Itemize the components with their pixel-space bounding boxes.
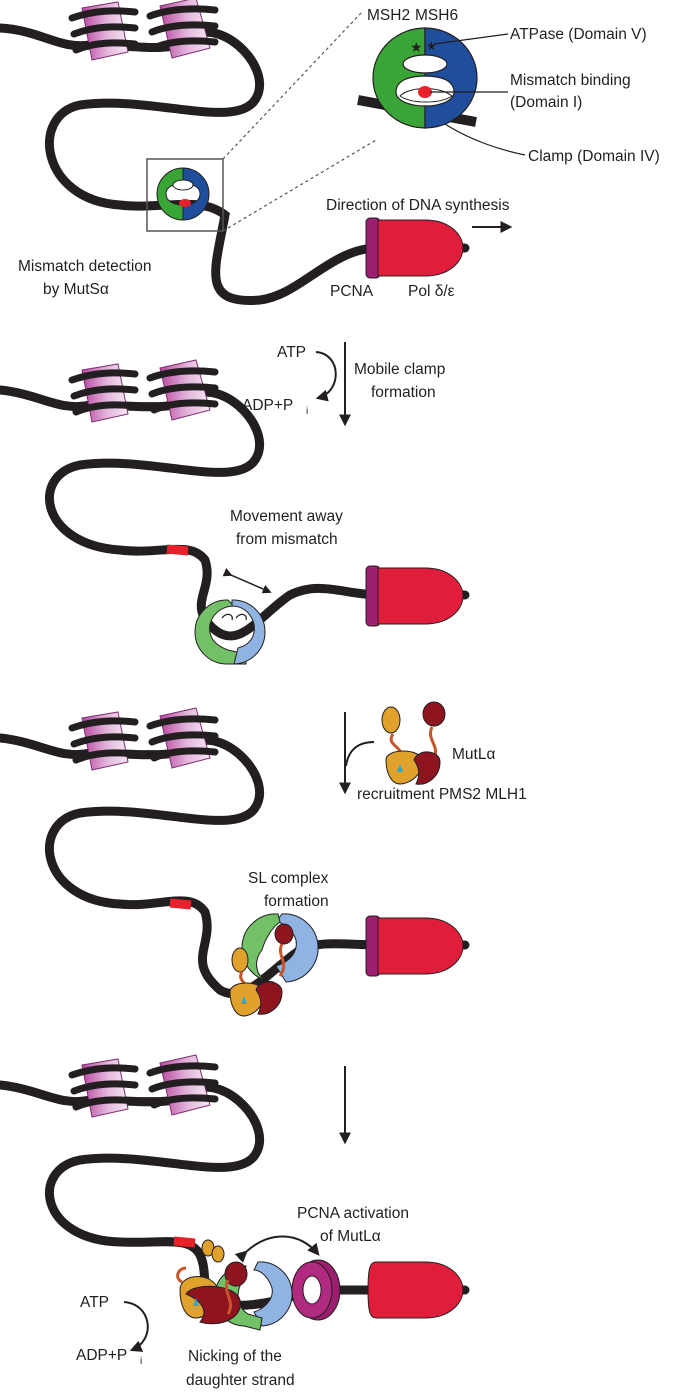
zoom-box [146, 158, 224, 232]
atp-label: ATP [277, 344, 306, 361]
polymerase [377, 219, 464, 277]
mismatch-marker [173, 1236, 196, 1248]
mutl-activation-label: of MutLα [320, 1228, 381, 1245]
nucleosome [68, 711, 139, 771]
atp-label: ATP [80, 1294, 109, 1311]
sl-complex [229, 913, 319, 1017]
star-icon: ★ [410, 39, 423, 55]
star-icon: ★ [426, 39, 437, 53]
nucleosome [146, 359, 219, 421]
nucleosome [146, 707, 219, 769]
nucleosome [68, 363, 139, 423]
detection-label: Mismatch detection [18, 258, 152, 275]
zoom-line [222, 139, 377, 232]
muts-alpha-small [156, 167, 210, 221]
mutl-alpha-free [381, 701, 446, 785]
zoom-line [222, 11, 363, 160]
activation-arrow [234, 1235, 320, 1263]
polymerase [377, 917, 464, 975]
atp-curve [123, 1301, 149, 1352]
movement-label: Movement away [230, 508, 343, 525]
nucleosome [68, 1058, 139, 1118]
panel-sl-complex: MutLα recruitment PMS2 MLH1 SL complex f… [0, 701, 527, 1017]
mismatch-away-label: from mismatch [236, 531, 338, 548]
recruit-curve [345, 741, 375, 767]
pcna-label: PCNA [330, 283, 374, 300]
pcna-activation-label: PCNA activation [297, 1205, 409, 1222]
nucleosome [68, 1, 139, 61]
polymerase [367, 1261, 464, 1319]
domain-i-label: (Domain I) [510, 94, 582, 111]
muts-alpha-zoomed: ★ ★ [357, 27, 526, 156]
recruitment-label: recruitment PMS2 MLH1 [357, 786, 527, 803]
panel-nicking: PCNA activation of MutLα ATP ADP+P i Nic… [0, 1054, 470, 1389]
formation-label: formation [371, 384, 436, 401]
panel-mismatch-detection: ★ ★ MSH2 MSH6 ATPase (Domain V) Mismatch… [0, 0, 660, 305]
mobile-clamp-label: Mobile clamp [354, 361, 445, 378]
nucleosome [146, 1054, 219, 1116]
pcna-ring [291, 1259, 341, 1321]
adp-label: ADP+P [76, 1347, 127, 1364]
mutl-label: MutLα [452, 746, 495, 763]
pi-subscript: i [306, 406, 308, 417]
movement-arrow [222, 567, 272, 594]
sl-formation-label: formation [264, 893, 329, 910]
mismatch-binding-label: Mismatch binding [510, 72, 631, 89]
muts-mobile-clamp [194, 599, 266, 665]
sl-complex-label: SL complex [248, 870, 329, 887]
mismatch-marker [169, 898, 192, 910]
daughter-strand-label: daughter strand [186, 1372, 295, 1389]
muts-label: by MutSα [43, 281, 109, 298]
pol-label: Pol δ/ε [408, 283, 455, 300]
atpase-label: ATPase (Domain V) [510, 26, 647, 43]
polymerase [377, 567, 464, 625]
clamp-label: Clamp (Domain IV) [528, 148, 660, 165]
sl-complex-nicking [176, 1239, 293, 1331]
nucleosome [146, 0, 219, 59]
adp-label: ADP+P [242, 397, 293, 414]
mismatch-marker [166, 544, 189, 556]
panel-mobile-clamp: ATP ADP+P i Mobile clamp formation Movem… [0, 342, 470, 665]
msh2-label: MSH2 [367, 7, 410, 24]
direction-label: Direction of DNA synthesis [326, 197, 510, 214]
pi-subscript: i [140, 1356, 142, 1367]
nicking-label: Nicking of the [188, 1348, 282, 1365]
atp-curve [315, 351, 337, 402]
msh6-label: MSH6 [415, 7, 458, 24]
